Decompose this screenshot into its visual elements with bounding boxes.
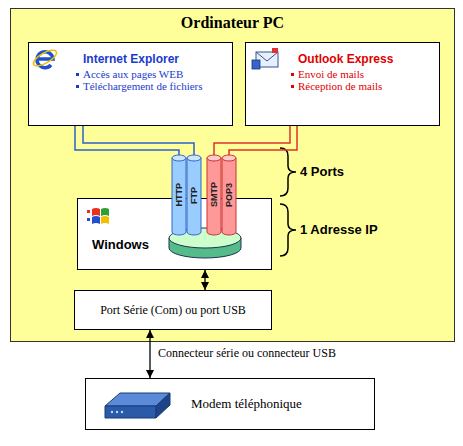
bullet-item: Accès aux pages WEB <box>76 68 232 80</box>
node-title: HTTP <box>174 183 184 207</box>
node-title: SMTP <box>209 182 219 207</box>
application-box: Outlook ExpressEnvoi de mailsRéception d… <box>245 42 440 126</box>
cylinder-body <box>222 158 236 235</box>
cylinder-top <box>222 155 236 161</box>
node-title: Windows <box>92 237 149 252</box>
port-box: Port Série (Com) ou port USB <box>74 290 272 330</box>
cylinder-top <box>172 155 186 161</box>
node-title: Internet Explorer <box>83 52 232 66</box>
port-cylinder: SMTP <box>207 155 221 235</box>
node-title: Modem téléphonique <box>191 396 302 412</box>
bullet-item: Téléchargement de fichiers <box>76 80 232 92</box>
node-title: Outlook Express <box>298 52 439 66</box>
cylinder-top <box>207 155 221 161</box>
application-box: Internet ExplorerAccès aux pages WEBTélé… <box>28 42 233 126</box>
cylinder-body <box>172 158 186 235</box>
port-cylinder: FTP <box>187 155 201 235</box>
node-title: Port Série (Com) ou port USB <box>100 303 246 318</box>
port-cylinder: HTTP <box>172 155 186 235</box>
node-title: Ordinateur PC <box>11 14 454 32</box>
annotation-label: 4 Ports <box>300 164 344 179</box>
annotation-label: 1 Adresse IP <box>300 222 378 237</box>
bullet-item: Envoi de mails <box>291 68 439 80</box>
bullet-item: Réception de mails <box>291 80 439 92</box>
computer-box: Ordinateur PC Internet ExplorerAccès aux … <box>10 8 455 342</box>
node-title: POP3 <box>224 183 234 207</box>
cylinder-body <box>207 158 221 235</box>
cylinder-top <box>187 155 201 161</box>
port-cylinder: POP3 <box>222 155 236 235</box>
cylinder-body <box>187 158 201 235</box>
modem-box: Modem téléphonique <box>85 378 375 430</box>
node-title: FTP <box>189 187 199 204</box>
connector-label: Connecteur série ou connecteur USB <box>158 346 336 361</box>
